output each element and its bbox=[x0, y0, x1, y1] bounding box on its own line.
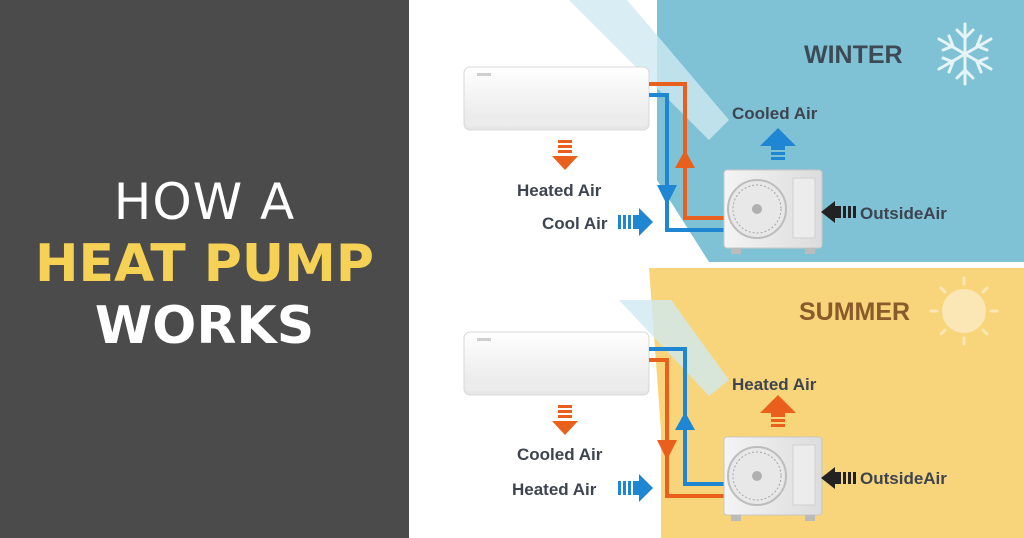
heat-pump-diagram: WINTER bbox=[463, 0, 1024, 538]
summer-heated-air-arrow bbox=[618, 474, 653, 502]
summer-exhaust-arrow bbox=[760, 395, 796, 427]
summer-outside-air-arrow bbox=[821, 467, 856, 489]
winter-down-arrow bbox=[657, 185, 677, 205]
summer-section: SUMMER bbox=[463, 268, 1024, 538]
winter-cold-pipe bbox=[649, 93, 729, 232]
winter-indoor-unit bbox=[463, 66, 650, 131]
title-panel: HOW A HEAT PUMP WORKS bbox=[0, 0, 409, 538]
winter-cooled-air-arrow bbox=[760, 128, 796, 160]
winter-outdoor-unit bbox=[723, 169, 823, 254]
winter-section: WINTER bbox=[463, 0, 1024, 262]
summer-down-arrow bbox=[657, 440, 677, 460]
title-line-1: HOW A bbox=[113, 173, 296, 231]
winter-outside-air-arrow bbox=[821, 201, 856, 223]
summer-title: SUMMER bbox=[799, 298, 910, 326]
winter-outside-air-label: OutsideAir bbox=[860, 204, 947, 223]
snowflake-icon bbox=[937, 22, 993, 86]
winter-cool-air-arrow bbox=[618, 208, 653, 236]
winter-heated-air-label: Heated Air bbox=[517, 181, 602, 200]
winter-cool-air-label: Cool Air bbox=[542, 214, 608, 233]
winter-heated-air-arrow bbox=[552, 140, 578, 170]
summer-outdoor-unit bbox=[723, 436, 823, 521]
title-line-3: WORKS bbox=[94, 296, 315, 356]
summer-exhaust-label: Heated Air bbox=[732, 375, 817, 394]
winter-title: WINTER bbox=[804, 41, 903, 69]
winter-background bbox=[611, 0, 1024, 262]
winter-light-beam bbox=[569, 0, 729, 140]
summer-outside-air-label: OutsideAir bbox=[860, 469, 947, 488]
summer-cooled-air-arrow bbox=[552, 405, 578, 435]
summer-heated-air-label: Heated Air bbox=[512, 480, 597, 499]
summer-up-arrow bbox=[675, 412, 695, 430]
sun-icon bbox=[929, 276, 999, 346]
summer-indoor-unit bbox=[463, 331, 650, 396]
winter-cooled-air-label: Cooled Air bbox=[732, 104, 818, 123]
title-line-2: HEAT PUMP bbox=[34, 234, 374, 294]
summer-hot-pipe bbox=[649, 358, 729, 498]
winter-up-arrow bbox=[675, 150, 695, 168]
summer-cooled-air-label: Cooled Air bbox=[517, 445, 603, 464]
